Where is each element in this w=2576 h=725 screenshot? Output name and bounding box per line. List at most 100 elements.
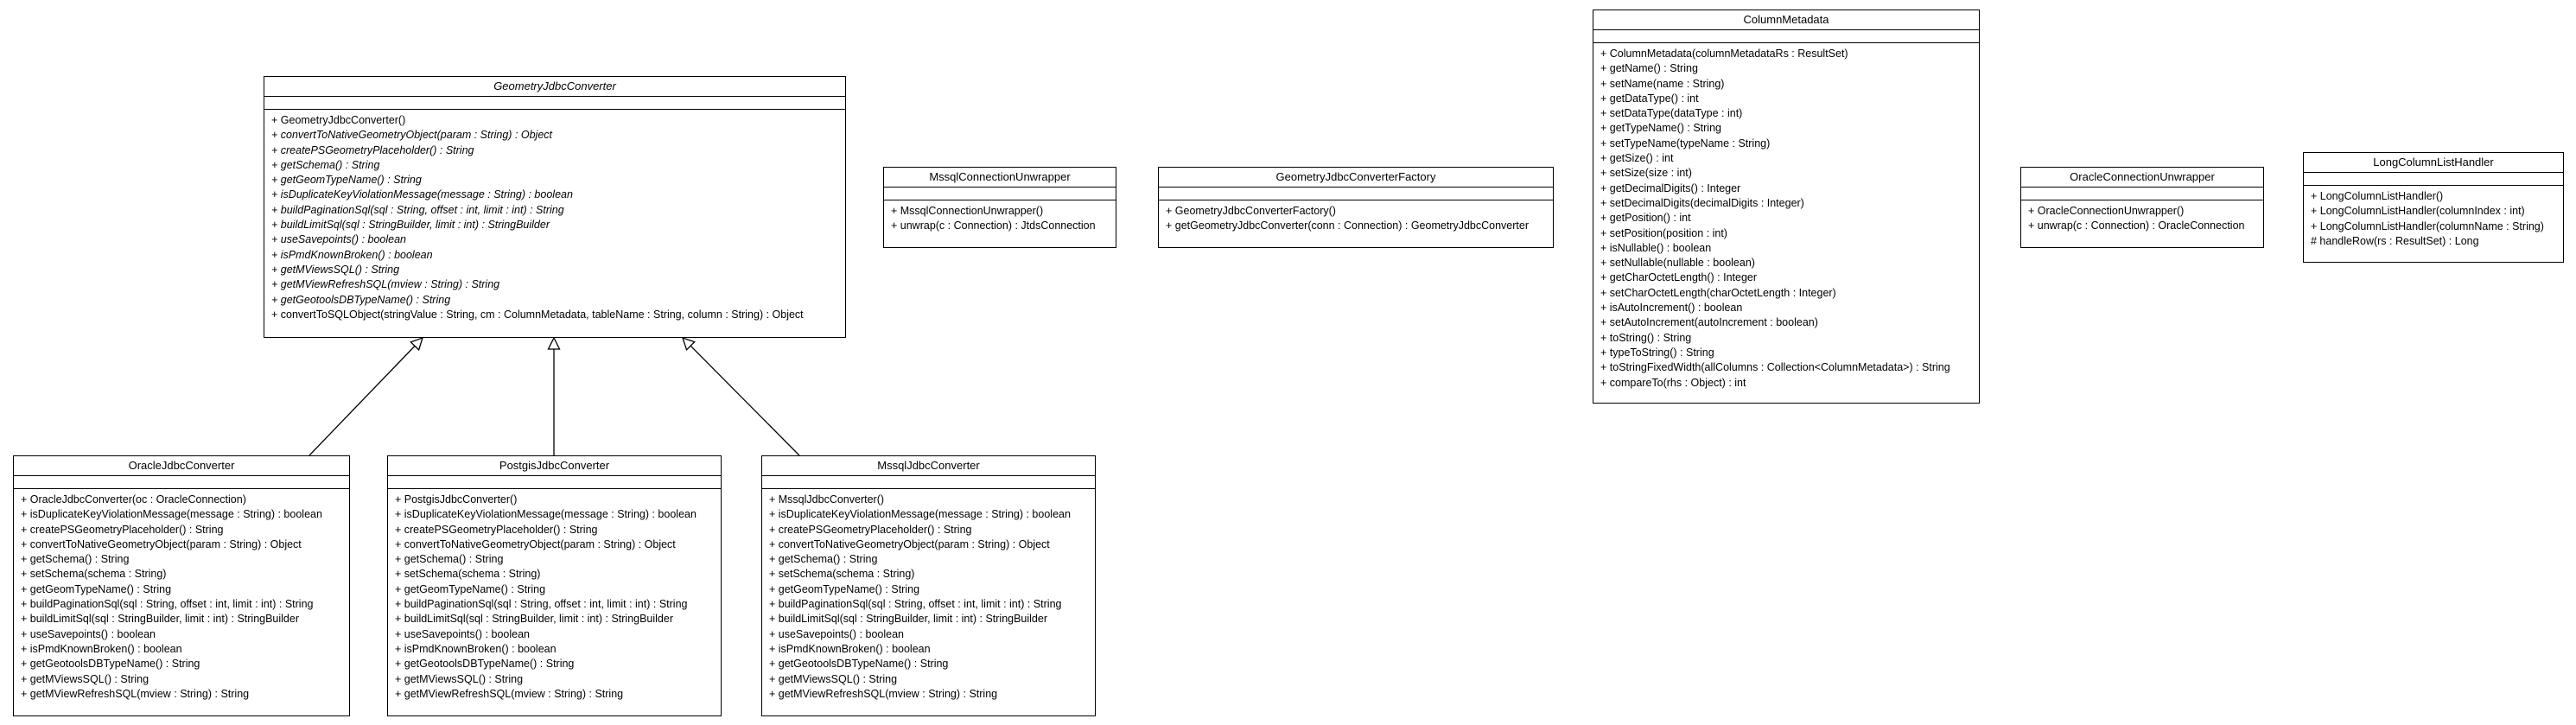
attributes-compartment bbox=[388, 476, 721, 489]
operation: + setTypeName(typeName : String) bbox=[1600, 137, 1771, 149]
operation: + buildPaginationSql(sql : String, offse… bbox=[21, 598, 314, 611]
operation: + unwrap(c : Connection) : OracleConnect… bbox=[2028, 219, 2245, 232]
attributes-compartment bbox=[762, 476, 1095, 489]
operations-compartment: + OracleJdbcConverter(oc : OracleConnect… bbox=[14, 489, 349, 704]
operation: + LongColumnListHandler() bbox=[2311, 190, 2444, 202]
operations-compartment: + MssqlConnectionUnwrapper() + unwrap(c :… bbox=[884, 200, 1116, 237]
operation: + getMViewRefreshSQL(mview : String) : S… bbox=[271, 278, 500, 291]
class-name: MssqlJdbcConverter bbox=[762, 456, 1095, 476]
operation: + isDuplicateKeyViolationMessage(message… bbox=[769, 508, 1071, 521]
operation: + isPmdKnownBroken() : boolean bbox=[395, 642, 557, 655]
class-oracle-connection-unwrapper[interactable]: OracleConnectionUnwrapper+ OracleConnect… bbox=[2020, 167, 2264, 248]
operation: + convertToNativeGeometryObject(param : … bbox=[769, 537, 1050, 550]
operation: + getMViewsSQL() : String bbox=[21, 672, 149, 685]
operation: + getMViewsSQL() : String bbox=[769, 672, 898, 685]
operation: + getGeomTypeName() : String bbox=[395, 582, 546, 595]
operations-compartment: + OracleConnectionUnwrapper() + unwrap(c … bbox=[2021, 200, 2263, 237]
operation: + OracleConnectionUnwrapper() bbox=[2028, 205, 2185, 217]
operation: + setCharOctetLength(charOctetLength : I… bbox=[1600, 286, 1836, 299]
operations-compartment: + GeometryJdbcConverterFactory() + getGeo… bbox=[1159, 200, 1553, 237]
operation: + setSchema(schema : String) bbox=[769, 568, 915, 581]
edge-line bbox=[690, 345, 800, 456]
operation: + setSchema(schema : String) bbox=[395, 568, 541, 581]
operation: + isDuplicateKeyViolationMessage(message… bbox=[395, 508, 696, 521]
operation: + setSize(size : int) bbox=[1600, 167, 1692, 180]
class-name: GeometryJdbcConverterFactory bbox=[1159, 168, 1553, 188]
operation: + isAutoIncrement() : boolean bbox=[1600, 302, 1743, 315]
class-name: GeometryJdbcConverter bbox=[264, 77, 845, 97]
class-mssql-connection-unwrapper[interactable]: MssqlConnectionUnwrapper + MssqlConnectio… bbox=[883, 167, 1116, 248]
operation: + getPosition() : int bbox=[1600, 212, 1691, 225]
operation: + unwrap(c : Connection) : JtdsConnectio… bbox=[891, 219, 1096, 232]
attributes-compartment bbox=[14, 476, 349, 489]
operation: + useSavepoints() : boolean bbox=[21, 627, 156, 640]
operations-compartment: + ColumnMetadata(columnMetadataRs : Resu… bbox=[1593, 43, 1979, 393]
operation: + convertToNativeGeometryObject(param : … bbox=[395, 537, 676, 550]
attributes-compartment bbox=[2021, 188, 2263, 200]
operation: + getMViewRefreshSQL(mview : String) : S… bbox=[21, 687, 250, 700]
operation: # handleRow(rs : ResultSet) : Long bbox=[2311, 234, 2479, 247]
operation: + setPosition(position : int) bbox=[1600, 226, 1727, 239]
attributes-compartment bbox=[884, 188, 1116, 200]
edge-line bbox=[308, 345, 416, 456]
operation: + getMViewsSQL() : String bbox=[271, 263, 400, 276]
operation: + createPSGeometryPlaceholder() : String bbox=[271, 143, 474, 156]
operation: + useSavepoints() : boolean bbox=[769, 627, 905, 640]
operations-compartment: + GeometryJdbcConverter() + convertToNati… bbox=[264, 110, 845, 325]
operation: + getGeotoolsDBTypeName() : String bbox=[21, 658, 200, 671]
operation: + getGeometryJdbcConverter(conn : Connec… bbox=[1166, 219, 1529, 232]
class-mssql-jdbc-converter[interactable]: MssqlJdbcConverter + MssqlJdbcConverter()… bbox=[761, 455, 1096, 716]
operation: + setDataType(dataType : int) bbox=[1600, 107, 1743, 120]
attributes-compartment bbox=[1593, 30, 1979, 43]
inheritance-arrowhead-icon bbox=[410, 336, 424, 352]
operation: + convertToNativeGeometryObject(param : … bbox=[271, 129, 553, 142]
operation: + getSchema() : String bbox=[769, 553, 878, 566]
class-name: PostgisJdbcConverter bbox=[388, 456, 721, 476]
operation: + GeometryJdbcConverter() bbox=[271, 114, 406, 126]
operation: + getGeomTypeName() : String bbox=[271, 174, 422, 187]
operation: + setNullable(nullable : boolean) bbox=[1600, 257, 1755, 270]
operation: + isDuplicateKeyViolationMessage(message… bbox=[271, 188, 573, 201]
class-geometry-jdbc-converter[interactable]: GeometryJdbcConverter + GeometryJdbcConve… bbox=[264, 76, 846, 338]
operation: + toString() : String bbox=[1600, 331, 1692, 344]
operation: + buildPaginationSql(sql : String, offse… bbox=[769, 598, 1062, 611]
operation: + convertToNativeGeometryObject(param : … bbox=[21, 537, 302, 550]
operation: + ColumnMetadata(columnMetadataRs : Resu… bbox=[1600, 48, 1848, 60]
operation: + buildLimitSql(sql : StringBuilder, lim… bbox=[769, 613, 1048, 626]
operation: + setName(name : String) bbox=[1600, 77, 1725, 90]
operation: + useSavepoints() : boolean bbox=[271, 233, 407, 246]
class-name: MssqlConnectionUnwrapper bbox=[884, 168, 1116, 188]
operation: + MssqlJdbcConverter() bbox=[769, 493, 885, 506]
operations-compartment: + LongColumnListHandler()+ LongColumnLis… bbox=[2304, 186, 2563, 251]
operation: + compareTo(rhs : Object) : int bbox=[1600, 376, 1746, 389]
operation: + toStringFixedWidth(allColumns : Collec… bbox=[1600, 361, 1950, 374]
operation: + getMViewRefreshSQL(mview : String) : S… bbox=[769, 687, 998, 700]
operation: + OracleJdbcConverter(oc : OracleConnect… bbox=[21, 493, 246, 506]
operation: + createPSGeometryPlaceholder() : String bbox=[395, 523, 598, 536]
class-oracle-jdbc-converter[interactable]: OracleJdbcConverter+ OracleJdbcConverter… bbox=[13, 455, 350, 716]
class-column-metadata[interactable]: ColumnMetadata + ColumnMetadata(columnMet… bbox=[1593, 10, 1980, 404]
class-name: ColumnMetadata bbox=[1593, 10, 1979, 30]
generalization-edge bbox=[308, 336, 424, 456]
class-long-column-list-handler[interactable]: LongColumnListHandler + LongColumnListHan… bbox=[2303, 152, 2564, 263]
generalization-edge bbox=[547, 336, 561, 455]
operation: + setAutoIncrement(autoIncrement : boole… bbox=[1600, 316, 1818, 329]
operations-compartment: + MssqlJdbcConverter() + isDuplicateKeyVi… bbox=[762, 489, 1095, 704]
operation: + getSize() : int bbox=[1600, 152, 1674, 165]
operation: + getDecimalDigits() : Integer bbox=[1600, 181, 1741, 194]
operation: + GeometryJdbcConverterFactory() bbox=[1166, 205, 1336, 217]
class-postgis-jdbc-converter[interactable]: PostgisJdbcConverter + PostgisJdbcConvert… bbox=[387, 455, 722, 716]
operation: + buildLimitSql(sql : StringBuilder, lim… bbox=[271, 219, 550, 232]
operation: + isPmdKnownBroken() : boolean bbox=[769, 642, 931, 655]
operation: + createPSGeometryPlaceholder() : String bbox=[769, 523, 972, 536]
operation: + MssqlConnectionUnwrapper() bbox=[891, 205, 1044, 217]
operation: + getMViewsSQL() : String bbox=[395, 672, 524, 685]
operation: + getName() : String bbox=[1600, 62, 1698, 75]
attributes-compartment bbox=[264, 97, 845, 110]
operation: + PostgisJdbcConverter() bbox=[395, 493, 518, 506]
operation: + getSchema() : String bbox=[21, 553, 130, 566]
class-geometry-jdbc-converter-factory[interactable]: GeometryJdbcConverterFactory + GeometryJd… bbox=[1158, 167, 1554, 248]
operation: + getSchema() : String bbox=[271, 158, 380, 171]
class-name: LongColumnListHandler bbox=[2304, 153, 2563, 173]
operation: + getGeotoolsDBTypeName() : String bbox=[395, 658, 575, 671]
